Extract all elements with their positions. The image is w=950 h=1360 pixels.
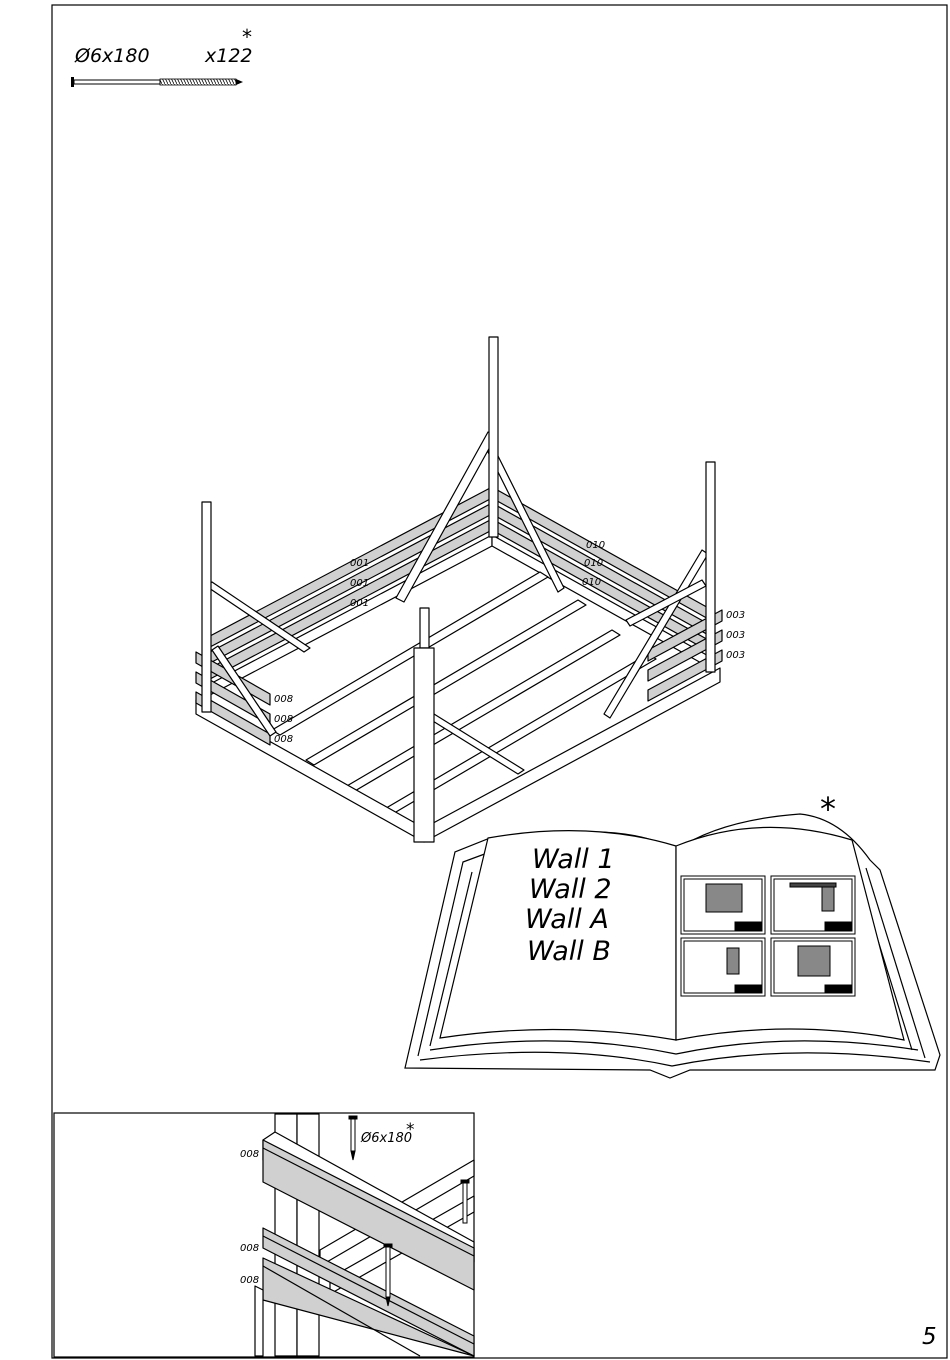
part-label: 001 [350,598,369,609]
part-label: 008 [240,1149,259,1160]
part-label: 010 [582,577,601,588]
page-number: 5 [922,1324,937,1350]
screw-count-asterisk: * [242,25,252,49]
part-label: 010 [586,540,605,551]
screw-size-label: Ø6x180 [74,45,150,67]
part-label: 001 [350,578,369,589]
book-item-wall-1: Wall 1 [532,844,615,875]
part-label: 003 [726,610,745,621]
part-label: 008 [274,694,293,705]
part-label: 008 [274,734,293,745]
part-label: 008 [240,1243,259,1254]
screw-icon [71,77,243,87]
part-label: 008 [274,714,293,725]
detail-screw-label: Ø6x180 [360,1131,412,1146]
instruction-book-icon [405,814,940,1078]
part-label: 003 [726,630,745,641]
book-asterisk: * [820,790,836,828]
book-item-wall-b: Wall B [527,936,611,967]
part-label: 010 [584,558,603,569]
detail-screw-asterisk: * [406,1120,415,1140]
part-label: 001 [350,558,369,569]
book-item-wall-2: Wall 2 [529,874,612,905]
floor-frame-illustration [196,337,722,842]
book-item-wall-a: Wall A [525,904,609,935]
part-label: 003 [726,650,745,661]
part-label: 008 [240,1275,259,1286]
